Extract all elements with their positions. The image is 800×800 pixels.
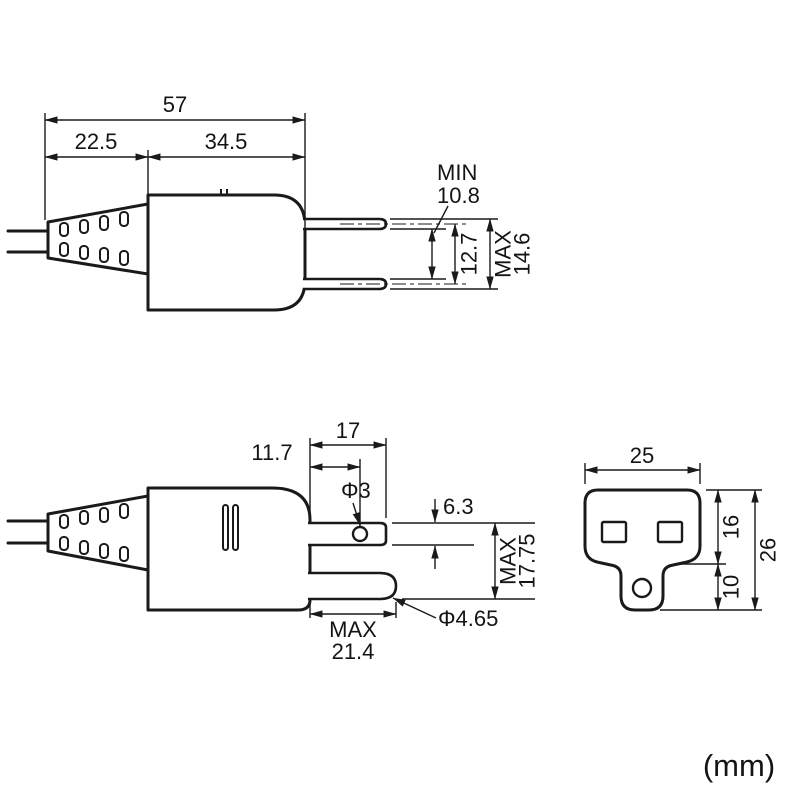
dim-plug-height-qualifier: MAX bbox=[496, 537, 521, 585]
body-slit bbox=[232, 504, 239, 551]
boot-ribs bbox=[59, 211, 129, 266]
leader-line-hole bbox=[352, 502, 361, 526]
leader-line bbox=[433, 205, 449, 234]
dim-lower-section-height: 10 bbox=[719, 575, 744, 599]
dim-face-width: 25 bbox=[630, 443, 654, 468]
dimension-lines bbox=[584, 466, 759, 611]
dim-plug-height-value: 17.75 bbox=[515, 533, 540, 588]
strain-relief-boot bbox=[46, 494, 150, 572]
dim-body-length: 34.5 bbox=[205, 129, 248, 154]
face-view: 25 16 10 26 bbox=[583, 443, 781, 612]
leader-line-pin bbox=[392, 597, 437, 619]
dim-blade-length: 17 bbox=[336, 418, 360, 443]
dim-pin-length-value: 21.4 bbox=[332, 639, 375, 664]
blade-hole bbox=[351, 525, 369, 543]
top-view: 57 22.5 34.5 MIN 10.8 12.7 MAX 14.6 bbox=[6, 92, 535, 312]
strain-relief-boot bbox=[46, 202, 150, 276]
blade-slot-right bbox=[656, 520, 684, 544]
body-slit bbox=[222, 504, 229, 551]
dim-blade-pitch: 12.7 bbox=[457, 233, 482, 276]
side-view: 17 11.7 Φ3 6.3 MAX 17.75 MAX 21.4 Φ4.65 bbox=[6, 418, 540, 664]
dim-blade-gap-value: 10.8 bbox=[437, 183, 480, 208]
extension-lines bbox=[309, 438, 535, 618]
dim-overall-height: 26 bbox=[756, 538, 781, 562]
unit-note: (mm) bbox=[703, 748, 775, 783]
dim-hole-offset: 11.7 bbox=[251, 440, 292, 465]
dimension-lines bbox=[309, 441, 499, 619]
dim-overall-length: 57 bbox=[163, 92, 187, 117]
dim-blade-gap-qualifier: MIN bbox=[437, 160, 477, 185]
plug-body-outline bbox=[146, 486, 312, 612]
dim-pin-length-qualifier: MAX bbox=[329, 617, 377, 642]
dim-blade-span-qualifier: MAX bbox=[491, 230, 516, 278]
plug-body-outline bbox=[146, 193, 307, 312]
dim-hole-diameter: Φ3 bbox=[341, 478, 371, 503]
ground-pin bbox=[308, 571, 398, 601]
dimension-lines bbox=[44, 116, 494, 290]
dim-slot-section-height: 16 bbox=[719, 515, 744, 539]
dim-blade-width: 6.3 bbox=[443, 494, 474, 519]
ground-pin-hole bbox=[631, 577, 653, 599]
flat-blade bbox=[308, 521, 388, 547]
dim-boot-length: 22.5 bbox=[75, 129, 118, 154]
boot-ribs bbox=[59, 503, 129, 562]
dim-blade-span-value: 14.6 bbox=[510, 233, 535, 276]
face-outline bbox=[583, 488, 702, 612]
blade-slot-left bbox=[600, 520, 628, 544]
dim-pin-diameter: Φ4.65 bbox=[438, 606, 498, 631]
